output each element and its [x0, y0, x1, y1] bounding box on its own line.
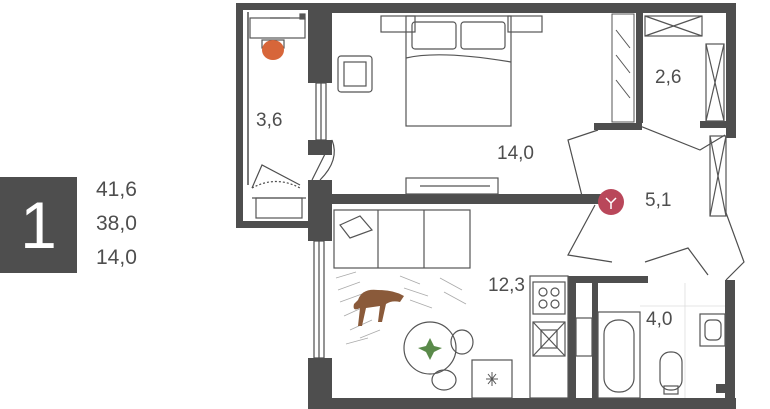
wardrobe-left-wall	[636, 3, 643, 123]
balcony-bottom-wall	[236, 221, 310, 228]
bed	[380, 15, 543, 127]
entrance-marker	[598, 189, 624, 215]
bathtub	[597, 311, 641, 399]
bedroom-area-label: 14,0	[497, 143, 534, 164]
balcony-left-wall	[236, 3, 243, 228]
bathroom-area-label: 4,0	[646, 309, 672, 330]
bedroom-left-wall	[308, 3, 332, 83]
kitchen-area-label: 12,3	[488, 275, 525, 296]
balcony-desk	[249, 13, 306, 39]
wardrobe-storage	[644, 15, 727, 217]
bedroom-window	[315, 82, 327, 141]
bathroom-tiles	[640, 283, 725, 398]
doors	[251, 125, 745, 281]
tv-stand	[405, 177, 499, 195]
hall-area-label: 5,1	[645, 190, 671, 211]
balcony-area-label: 3,6	[256, 110, 282, 131]
dog	[353, 289, 404, 326]
kitchen-counter	[471, 275, 593, 399]
top-wall	[308, 3, 736, 13]
wardrobe-area-label: 2,6	[655, 67, 681, 88]
bedroom-kitchen-wall	[308, 194, 608, 204]
right-wall-upper	[726, 3, 736, 128]
drain	[716, 384, 725, 393]
walls	[236, 3, 736, 409]
wardrobe-shelves	[611, 13, 635, 123]
sofa	[333, 209, 471, 269]
living-area-value: 38,0	[96, 212, 137, 235]
room-count: 1	[20, 188, 57, 262]
washbasin	[699, 313, 726, 347]
balcony-chair	[261, 39, 285, 60]
plant-icon	[418, 338, 442, 360]
room-count-badge	[0, 177, 77, 273]
dining-table	[403, 321, 474, 391]
total-area-value: 41,6	[96, 178, 137, 201]
bathroom-left-wall	[568, 276, 576, 398]
balcony-bench	[252, 197, 306, 219]
right-wall-lower	[725, 280, 735, 405]
toilet	[659, 351, 683, 395]
balcony-top-wall	[236, 3, 310, 10]
armchair	[337, 55, 373, 93]
kitchen-area-value: 14,0	[96, 246, 137, 269]
kitchen-window	[313, 240, 325, 359]
bottom-wall	[308, 398, 736, 409]
